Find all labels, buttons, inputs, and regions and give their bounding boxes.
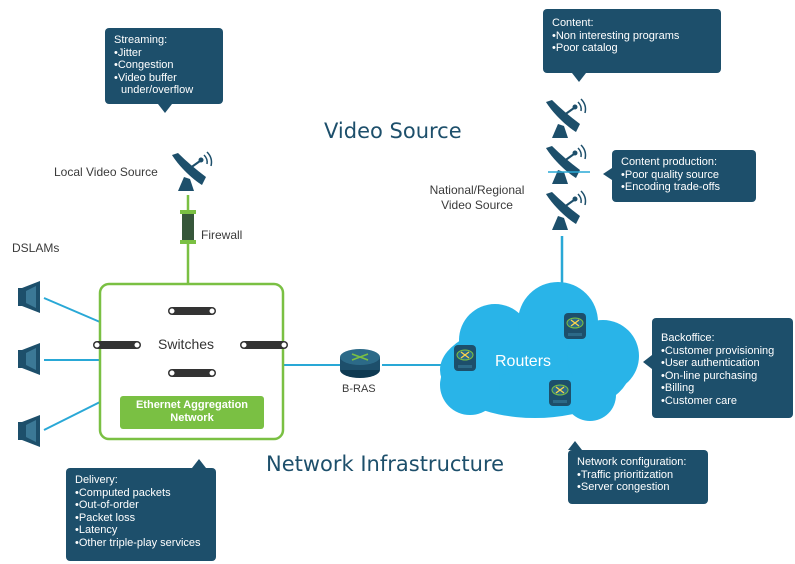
callout-item: Packet loss	[75, 512, 207, 525]
firewall-icon	[180, 210, 196, 244]
callout-item: Traffic prioritization	[577, 469, 699, 482]
local-video-source-label: Local Video Source	[54, 165, 158, 179]
callout-item: Poor quality source	[621, 169, 747, 182]
callout-title: Streaming:	[114, 34, 168, 46]
callout-item: On-line purchasing	[661, 370, 784, 383]
ethernet-aggregation-line1: Ethernet Aggregation	[135, 399, 249, 411]
router-icon	[563, 312, 587, 340]
callout-title: Content:	[552, 17, 594, 29]
callout-title: Content production:	[621, 156, 718, 168]
satellite-dish-icon	[171, 151, 213, 192]
callout-item: Encoding trade-offs	[621, 181, 747, 194]
national-regional-line2: Video Source	[441, 198, 513, 212]
ethernet-aggregation-line2: Network	[170, 412, 214, 424]
switches-label: Switches	[158, 336, 215, 352]
dslam-icon	[18, 343, 40, 375]
router-icon	[453, 344, 477, 372]
dslams-label: DSLAMs	[12, 241, 60, 255]
delivery-callout: Delivery: Computed packets Out-of-order …	[66, 468, 216, 561]
national-regional-line1: National/Regional	[429, 183, 525, 197]
router-icon	[548, 379, 572, 407]
dslam-icon	[18, 415, 40, 447]
firewall-label: Firewall	[201, 228, 243, 242]
network-infrastructure-heading: Network Infrastructure	[266, 452, 505, 476]
callout-item: Computed packets	[75, 487, 207, 500]
satellite-dish-stack-icon	[545, 98, 590, 231]
callout-item: Billing	[661, 382, 784, 395]
routers-label: Routers	[495, 353, 552, 370]
network-configuration-callout: Network configuration: Traffic prioritiz…	[568, 450, 708, 504]
video-source-heading: Video Source	[324, 119, 462, 143]
callout-item: Poor catalog	[552, 42, 712, 55]
callout-item: Customer care	[661, 395, 784, 408]
callout-item: Jitter	[114, 47, 214, 60]
dslam-link-3	[43, 401, 101, 431]
callout-item: Latency	[75, 524, 207, 537]
ethernet-aggregation-label: Ethernet Aggregation Network	[120, 396, 264, 429]
callout-item: Non interesting programs	[552, 30, 712, 43]
national-regional-label: National/Regional Video Source	[408, 183, 546, 213]
dslam-link-1	[43, 297, 101, 323]
bras-router-icon	[340, 349, 380, 378]
dslam-icon	[18, 281, 40, 313]
streaming-callout: Streaming: Jitter Congestion Video buffe…	[105, 28, 223, 104]
backoffice-callout: Backoffice: Customer provisioning User a…	[652, 318, 793, 418]
content-production-callout: Content production: Poor quality source …	[612, 150, 756, 202]
callout-title: Network configuration:	[577, 456, 687, 468]
callout-item: Out-of-order	[75, 499, 207, 512]
callout-item: User authentication	[661, 357, 784, 370]
callout-item: Server congestion	[577, 481, 699, 494]
callout-title: Backoffice:	[661, 332, 715, 344]
content-callout: Content: Non interesting programs Poor c…	[543, 9, 721, 73]
callout-item: Other triple-play services	[75, 537, 207, 550]
bras-label: B-RAS	[342, 383, 376, 395]
callout-item: Video buffer under/overflow	[114, 72, 206, 97]
callout-item: Congestion	[114, 59, 214, 72]
callout-title: Delivery:	[75, 474, 118, 486]
routers-cloud	[440, 282, 639, 421]
callout-item: Customer provisioning	[661, 345, 784, 358]
